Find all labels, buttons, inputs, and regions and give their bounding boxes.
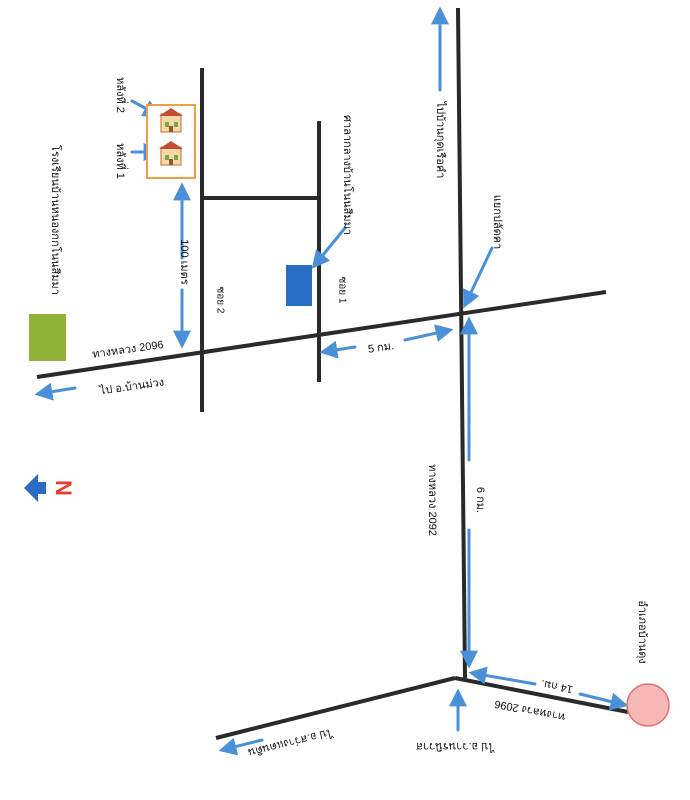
highway-2096-lower-left [215, 676, 456, 740]
direction-arrows [34, 6, 629, 756]
arrow-5km-left [319, 340, 357, 359]
label-junction: แยกปลัดคา [491, 195, 503, 250]
house-2-icon [159, 108, 183, 133]
highway-2092 [456, 7, 467, 679]
arrow-junction [463, 246, 494, 309]
label-distance-14km: 14 กม. [540, 677, 574, 695]
roads [36, 7, 629, 740]
north-compass: N [24, 474, 76, 502]
label-to-ban-muang: ไป อ.บ้านม่วง [98, 375, 165, 397]
label-distance-6km: 6 กม. [474, 487, 486, 513]
compass-letter: N [51, 480, 76, 496]
arrow-14km-lower [578, 692, 629, 711]
label-pavilion: ศาลากลางบ้านโนนสีมมา [341, 115, 355, 235]
school-block [29, 314, 66, 361]
label-to-wanon-niwat: ไป อ.วานรนิวาส [416, 740, 495, 753]
pavilion-block [286, 265, 312, 306]
label-house-1: หลังที่ 1 [114, 143, 129, 179]
label-soi-2: ซอย 2 [214, 287, 225, 314]
district-ban-dung-marker [626, 683, 670, 727]
house-frame [146, 104, 196, 179]
label-district-ban-dung: อำเภอบ้านดุง [636, 600, 648, 664]
label-to-ban-kut-ruea-kham: ไปบ้านกุดเรือคำ [434, 101, 447, 179]
label-road-2092: ทางหลวง 2092 [426, 464, 438, 536]
landmarks [29, 104, 670, 727]
arrow-14km-upper [468, 666, 537, 686]
label-house-2: หลังที่ 2 [114, 77, 129, 113]
label-distance-100m: 100 เมตร [178, 239, 190, 285]
arrow-to-ban-muang [34, 382, 77, 401]
arrow-5km-right [403, 324, 454, 342]
compass-arrow-icon [24, 474, 46, 502]
arrow-to-sawang-daen-din [218, 737, 264, 756]
label-soi-1: ซอย 1 [336, 277, 347, 304]
arrow-pavilion [311, 226, 347, 269]
label-school: โรงเรียนบ้านหนองกกโนนสีมมา [49, 145, 63, 295]
highway-2096-main [36, 290, 607, 379]
label-distance-5km: 5 กม. [367, 340, 395, 356]
label-to-sawang-daen-din: ไป อ.สว่างแดนดิน [246, 726, 334, 760]
house-1-icon [159, 141, 183, 166]
map-labels: โรงเรียนบ้านหนองกกโนนสีมมา หลังที่ 2 หลั… [49, 77, 648, 759]
label-road-2096-top: ทางหลวง 2096 [92, 339, 165, 361]
label-road-2096-bottom: ทางหลวง 2096 [494, 697, 567, 722]
